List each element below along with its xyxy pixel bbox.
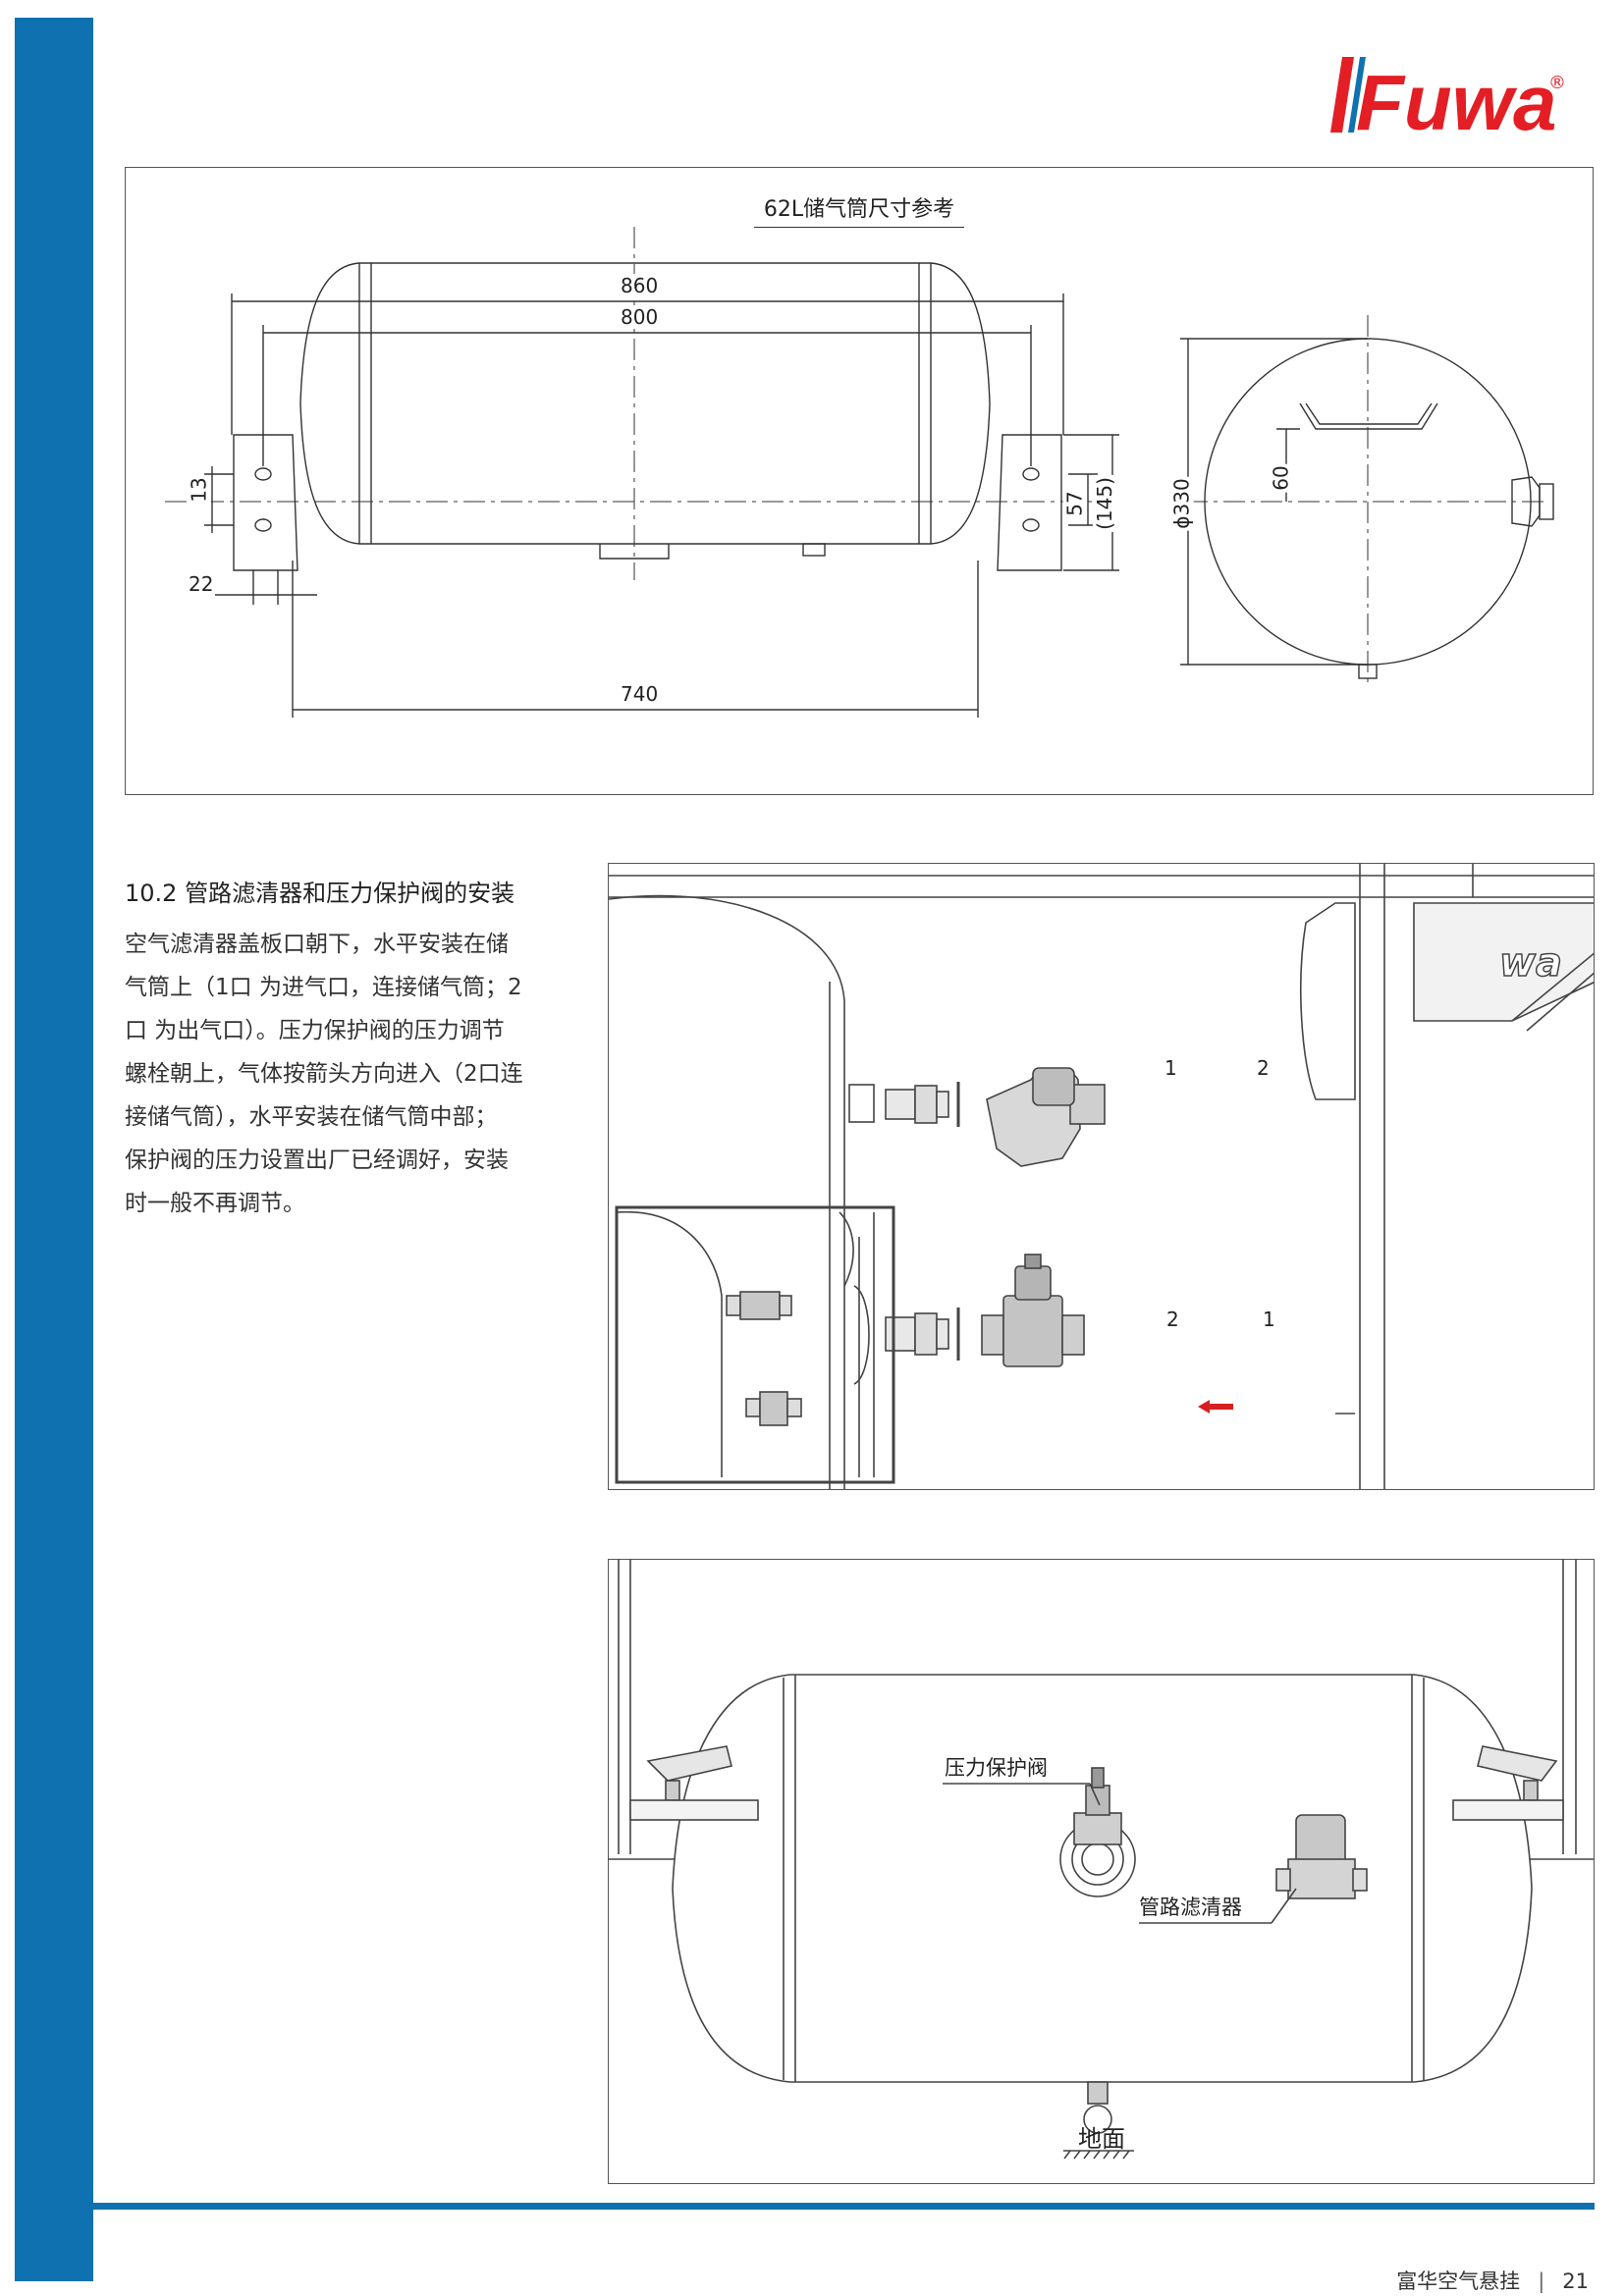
body-line: 保护阀的压力设置出厂已经调好，安装 xyxy=(125,1148,509,1173)
port-1-top-label: 1 xyxy=(1164,1056,1177,1080)
brand-logo-text: Fuwa xyxy=(1356,59,1556,142)
side-color-bar xyxy=(15,18,93,2281)
section-body: 空气滤清器盖板口朝下，水平安装在储 气筒上（1口 为进气口，连接储气筒；2 口 … xyxy=(125,923,557,1225)
body-line: 气筒上（1口 为进气口，连接储气筒；2 xyxy=(125,975,522,1000)
body-line: 口 为出气口）。压力保护阀的压力调节 xyxy=(125,1018,505,1043)
body-line: 空气滤清器盖板口朝下，水平安装在储 xyxy=(125,932,509,957)
dim-60-label: 60 xyxy=(1269,463,1293,493)
dim-145-label: (145) xyxy=(1092,475,1116,532)
dim-57-label: 57 xyxy=(1062,489,1087,518)
body-line: 时一般不再调节。 xyxy=(125,1191,305,1216)
page-number: 21 xyxy=(1562,2269,1589,2293)
dim-330-label: ϕ330 xyxy=(1169,476,1194,531)
drawing-title: 62L储气筒尺寸参考 xyxy=(753,191,965,228)
dim-740-label: 740 xyxy=(619,682,661,706)
dim-860-label: 860 xyxy=(619,274,661,297)
body-line: 螺栓朝上，气体按箭头方向进入（2口连 xyxy=(125,1061,523,1087)
footer-rule xyxy=(93,2203,1595,2210)
flow-direction-arrow xyxy=(1198,1400,1233,1414)
section-heading: 10.2 管路滤清器和压力保护阀的安装 xyxy=(125,880,515,907)
pipeline-filter-label: 管路滤清器 xyxy=(1139,1896,1242,1919)
footer-separator: | xyxy=(1538,2269,1545,2293)
pressure-valve-label: 压力保护阀 xyxy=(945,1756,1048,1780)
footer-company: 富华空气悬挂 xyxy=(1396,2269,1521,2293)
svg-text:®: ® xyxy=(1548,73,1566,93)
dimension-drawing-figure: 62L储气筒尺寸参考 860 800 740 13 22 57 (145) 60… xyxy=(125,167,1594,795)
ground-label: 地面 xyxy=(1078,2125,1125,2153)
body-line: 接储气筒），水平安装在储气筒中部； xyxy=(125,1104,498,1130)
port-1-bottom-label: 1 xyxy=(1263,1308,1275,1331)
port-2-top-label: 2 xyxy=(1257,1056,1270,1080)
dim-22-label: 22 xyxy=(187,572,216,596)
port-2-bottom-label: 2 xyxy=(1166,1308,1179,1331)
installation-illustration: 1 2 2 1 wa xyxy=(608,863,1595,1490)
footer: 富华空气悬挂 | 21 xyxy=(1396,2266,1589,2295)
dim-800-label: 800 xyxy=(619,305,661,329)
tank-logo-fragment: wa xyxy=(1498,939,1562,987)
dim-13-label: 13 xyxy=(187,475,211,505)
mounting-layout-illustration: 压力保护阀 管路滤清器 地面 xyxy=(608,1559,1595,2184)
brand-logo: Fuwa ® xyxy=(1321,39,1566,146)
